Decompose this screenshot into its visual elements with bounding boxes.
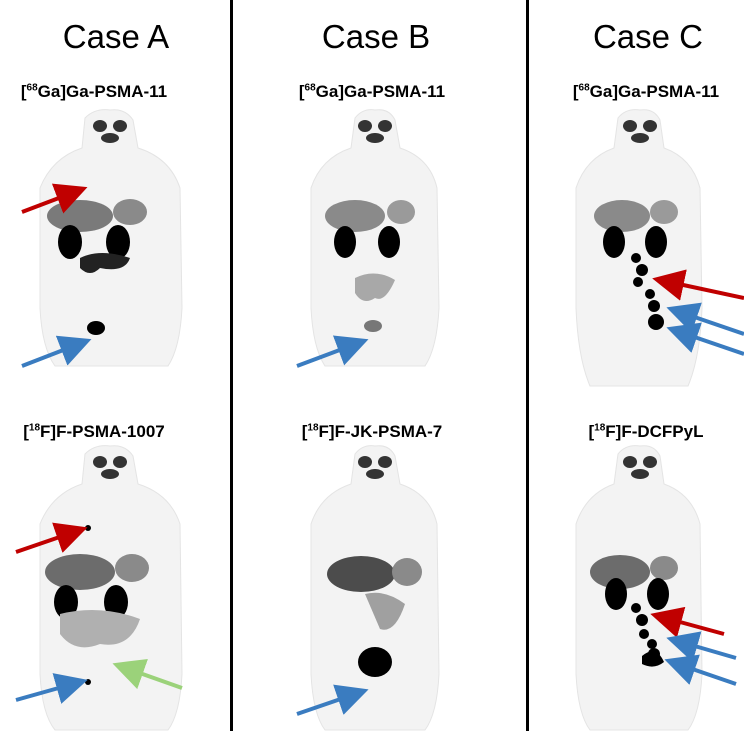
bowel-uptake: [60, 610, 140, 648]
spleen: [115, 554, 149, 582]
bladder: [364, 320, 382, 332]
left-kidney: [603, 226, 625, 258]
left-kidney: [54, 585, 78, 619]
right-kidney: [378, 226, 400, 258]
column-divider-2: [526, 0, 529, 731]
bowel-uptake: [365, 592, 405, 630]
body-silhouette: [575, 445, 703, 731]
head-uptake: [623, 456, 657, 479]
case-b-title: Case B: [321, 18, 431, 55]
bladder: [358, 647, 392, 677]
liver: [45, 554, 115, 590]
tracer-name: Ga]Ga-PSMA-11: [589, 82, 720, 101]
tracer-name: F]F-JK-PSMA-7: [318, 422, 443, 441]
head-uptake: [93, 456, 127, 479]
bladder: [87, 321, 105, 335]
isotope-mass: 18: [28, 422, 41, 434]
green-arrow: [112, 658, 183, 690]
right-kidney: [647, 578, 669, 610]
case-b-top-tracer-label: [68Ga]Ga-PSMA-11: [298, 82, 446, 101]
lesion-spot: [85, 525, 91, 531]
case-a-bottom-tracer-label: [18F]F-PSMA-1007: [23, 422, 165, 441]
liver: [325, 200, 385, 232]
red-arrow: [652, 269, 744, 301]
isotope-mass: 18: [307, 422, 319, 434]
isotope-mass: 68: [578, 82, 590, 94]
isotope-mass: 68: [304, 82, 316, 94]
spleen: [392, 558, 422, 586]
left-kidney: [58, 225, 82, 259]
blue-arrow: [15, 673, 88, 704]
right-kidney: [106, 225, 130, 259]
case-a-top-tracer-label: [68Ga]Ga-PSMA-11: [20, 82, 168, 101]
red-arrow: [15, 522, 88, 554]
tracer-name: F]F-DCFPyL: [605, 422, 704, 441]
body-silhouette: [310, 109, 440, 367]
case-c-title: Case C: [592, 18, 704, 55]
spleen: [650, 556, 678, 580]
tracer-name: F]F-PSMA-1007: [40, 422, 165, 441]
tracer-name: Ga]Ga-PSMA-11: [37, 82, 168, 101]
head-uptake: [623, 120, 657, 143]
case-c-bottom-tracer-label: [18F]F-DCFPyL: [588, 422, 704, 441]
head-uptake: [358, 120, 392, 143]
head-uptake: [93, 120, 127, 143]
blue-arrow: [296, 684, 369, 716]
bowel-uptake: [80, 253, 130, 273]
head-uptake: [358, 456, 392, 479]
right-kidney: [104, 585, 128, 619]
case-b-top-pet-image: [296, 109, 440, 368]
right-kidney: [645, 226, 667, 258]
bowel-uptake: [355, 273, 395, 302]
liver: [590, 555, 650, 589]
blue-arrow: [666, 322, 744, 356]
isotope-mass: 18: [594, 422, 606, 434]
column-divider-1: [230, 0, 233, 731]
case-a-top-pet-image: [21, 109, 183, 368]
blue-arrow: [666, 631, 737, 663]
spleen: [113, 199, 147, 225]
case-c-bottom-pet-image: [575, 445, 737, 731]
isotope-mass: 68: [26, 82, 38, 94]
case-a-bottom-pet-image: [15, 445, 183, 731]
blue-arrow: [21, 335, 92, 368]
blue-arrow: [296, 335, 369, 368]
case-b-bottom-tracer-label: [18F]F-JK-PSMA-7: [301, 422, 443, 441]
liver: [327, 556, 395, 592]
red-arrow: [650, 606, 725, 638]
left-kidney: [605, 578, 627, 610]
liver: [594, 200, 650, 232]
liver: [47, 200, 113, 232]
case-c-top-pet-image: [575, 109, 744, 387]
case-a-title: Case A: [62, 18, 170, 55]
lesion-spot: [85, 679, 91, 685]
case-c-top-tracer-label: [68Ga]Ga-PSMA-11: [572, 82, 720, 101]
blue-arrow: [666, 302, 744, 336]
tracer-name: Ga]Ga-PSMA-11: [315, 82, 446, 101]
spleen: [650, 200, 678, 224]
blue-arrow: [664, 654, 737, 686]
body-silhouette: [575, 109, 703, 387]
red-arrow: [21, 183, 88, 214]
spleen: [387, 200, 415, 224]
case-b-bottom-pet-image: [296, 445, 440, 731]
lymph-node-chain: [631, 603, 664, 667]
left-kidney: [334, 226, 356, 258]
